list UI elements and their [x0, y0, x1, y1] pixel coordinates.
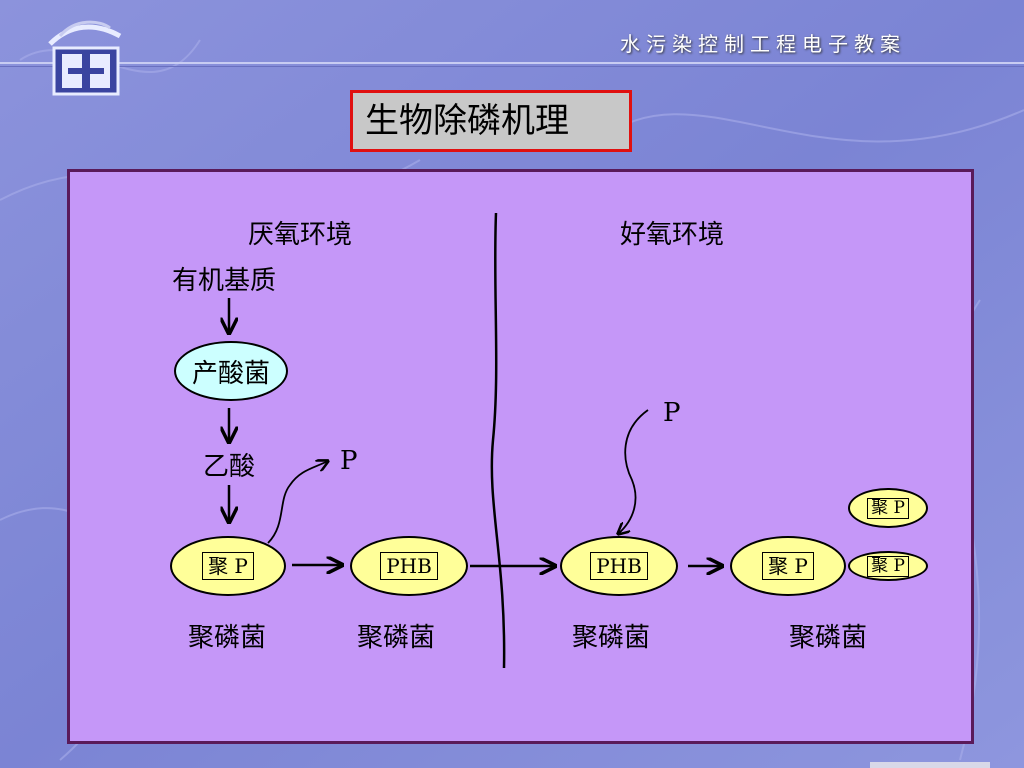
- cell1-content: 聚 P: [202, 552, 254, 580]
- p-release-label: P: [340, 446, 358, 476]
- p-uptake-label: P: [663, 398, 681, 428]
- book-dragon-logo-icon: [48, 20, 122, 96]
- footer-bar: [870, 762, 990, 768]
- p-uptake-curve: [618, 409, 649, 534]
- small-cell1-content: 聚 P: [867, 497, 909, 519]
- pao-cell-aerobic-polyp: 聚 P: [730, 536, 846, 596]
- cell3-content: PHB: [590, 552, 648, 580]
- cell4-caption: 聚磷菌: [789, 623, 868, 653]
- pao-small-cell-1: 聚 P: [848, 488, 928, 528]
- small-cell2-content: 聚 P: [867, 555, 909, 577]
- cell2-content: PHB: [380, 552, 438, 580]
- aerobic-label: 好氧环境: [620, 220, 725, 250]
- acid-bacteria-node: 产酸菌: [174, 341, 288, 401]
- diagram-panel: [67, 169, 974, 744]
- cell1-caption: 聚磷菌: [188, 623, 267, 653]
- course-title: 水污染控制工程电子教案: [620, 32, 906, 56]
- acid-bacteria-label: 产酸菌: [191, 358, 270, 389]
- pao-cell-anaerobic-polyp: 聚 P: [170, 536, 286, 596]
- anaerobic-label: 厌氧环境: [248, 220, 353, 250]
- pao-cell-aerobic-phb: PHB: [560, 536, 678, 596]
- p-release-curve: [267, 461, 328, 544]
- slide-title: 生物除磷机理: [350, 90, 632, 152]
- cell4-content: 聚 P: [762, 552, 814, 580]
- environment-divider: [490, 212, 506, 669]
- substrate-label: 有机基质: [172, 266, 277, 296]
- acetic-acid-label: 乙酸: [203, 452, 256, 482]
- pao-cell-anaerobic-phb: PHB: [350, 536, 468, 596]
- pao-small-cell-2: 聚 P: [848, 551, 928, 581]
- cell2-caption: 聚磷菌: [357, 623, 436, 653]
- cell3-caption: 聚磷菌: [572, 623, 651, 653]
